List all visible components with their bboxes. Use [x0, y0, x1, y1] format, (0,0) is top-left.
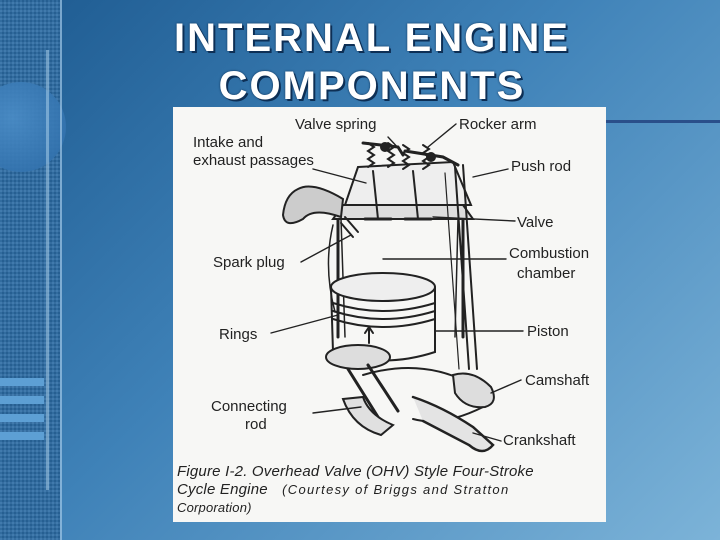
- label-valve: Valve: [517, 214, 554, 231]
- label-rocker-arm: Rocker arm: [459, 116, 537, 133]
- left-decorative-strip: [0, 0, 60, 540]
- label-connecting-line1: Connecting: [211, 398, 287, 415]
- label-combustion-line2: chamber: [517, 265, 576, 282]
- label-rings: Rings: [219, 326, 258, 343]
- engine-drawing: [270, 123, 524, 453]
- label-crankshaft: Crankshaft: [503, 432, 576, 449]
- label-spark-plug: Spark plug: [213, 254, 285, 271]
- decorative-horizontal-line: [580, 120, 720, 123]
- caption-line1: Figure I-2. Overhead Valve (OHV) Style F…: [177, 463, 534, 480]
- decorative-bars: [0, 378, 44, 450]
- slide-title-line2: COMPONENTS: [218, 64, 526, 108]
- engine-diagram: Valve spring Rocker arm Intake and exhau…: [173, 107, 606, 522]
- caption-line2a: Cycle Engine: [177, 481, 268, 498]
- caption-line2b: (Courtesy of Briggs and Stratton: [282, 482, 510, 497]
- caption-line3: Corporation): [177, 500, 252, 515]
- label-piston: Piston: [527, 323, 569, 340]
- decorative-vertical-line: [60, 0, 62, 540]
- label-combustion-line1: Combustion: [509, 245, 590, 262]
- figure-caption: Figure I-2. Overhead Valve (OHV) Style F…: [177, 463, 605, 517]
- label-valve-spring: Valve spring: [295, 116, 377, 133]
- slide-title: INTERNAL ENGINE COMPONENTS: [62, 14, 682, 110]
- label-push-rod: Push rod: [511, 158, 572, 175]
- label-intake-line1: Intake and: [193, 134, 264, 151]
- label-intake-line2: exhaust passages: [193, 152, 314, 169]
- slide-title-line1: INTERNAL ENGINE: [174, 16, 570, 60]
- label-connecting-line2: rod: [245, 416, 267, 433]
- decorative-vertical-line-inner: [46, 50, 49, 490]
- label-camshaft: Camshaft: [525, 372, 590, 389]
